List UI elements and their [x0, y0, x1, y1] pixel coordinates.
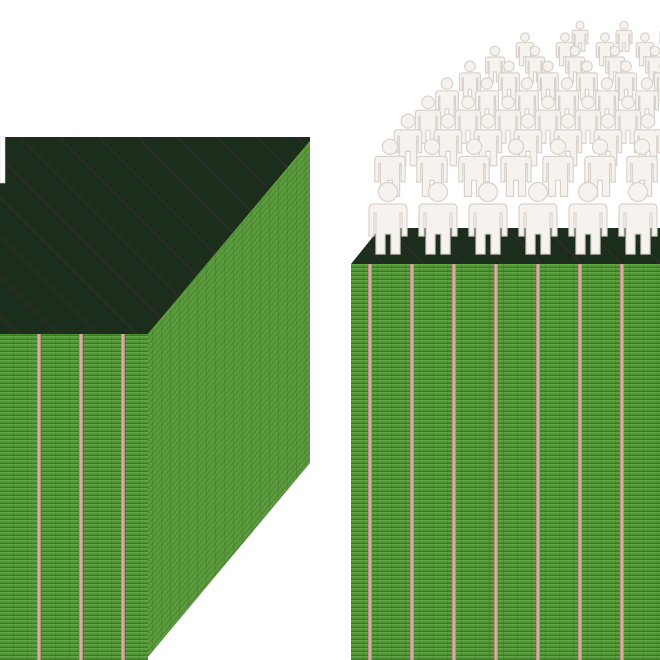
left-money-cube: [0, 136, 310, 660]
bill-band-highlight: [38, 334, 40, 660]
left-cube-top-face: [0, 137, 310, 334]
left-cube-side-shade: [148, 141, 310, 657]
bill-band-highlight: [453, 264, 455, 660]
bill-band-highlight: [369, 264, 371, 660]
left-cube-side-face: [148, 141, 310, 657]
bill-band-highlight: [411, 264, 413, 660]
bill-band-highlight: [495, 264, 497, 660]
right-money-cuboid: [351, 228, 660, 660]
crowd-of-people: [368, 20, 660, 255]
left-cube-edge-marker: [0, 136, 6, 184]
right-cuboid-bill-bands: [368, 264, 624, 660]
bill-band-highlight: [537, 264, 539, 660]
right-cuboid-front-face: [351, 264, 660, 660]
bill-band-highlight: [579, 264, 581, 660]
left-cube-bill-bands: [37, 334, 125, 660]
bill-band-highlight: [80, 334, 82, 660]
bill-band-highlight: [621, 264, 623, 660]
left-cube-front-face: [0, 334, 148, 660]
bill-band-highlight: [122, 334, 124, 660]
person-icon: [615, 20, 633, 52]
